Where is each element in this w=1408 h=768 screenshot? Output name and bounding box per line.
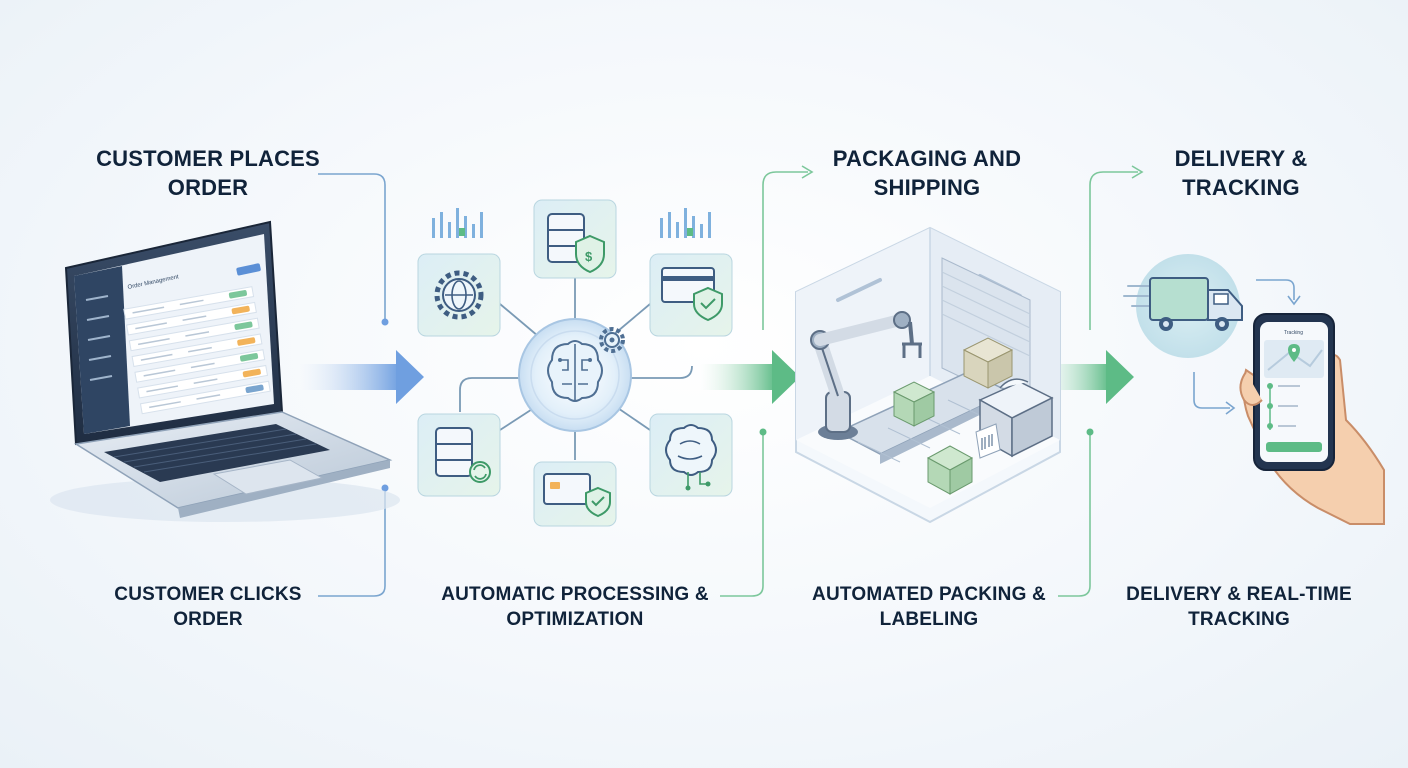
title-customer-places-order: CUSTOMER PLACES ORDER [96, 146, 320, 200]
data-bars-left [432, 208, 483, 238]
label-printer [975, 378, 1054, 459]
caption-customer-clicks-order: CUSTOMER CLICKS ORDER [114, 584, 302, 630]
database-dollar-shield-icon: $ [533, 199, 617, 279]
title-delivery-tracking: DELIVERY & TRACKING [1174, 146, 1308, 200]
caption-delivery-realtime: DELIVERY & REAL-TIME TRACKING [1126, 584, 1352, 630]
delivery-truck-icon [1123, 277, 1243, 331]
brain-gear-icon [547, 327, 625, 402]
gear-globe-icon [417, 253, 501, 337]
brain-circuit-icon [649, 413, 733, 497]
processing-hub: $ [417, 199, 733, 527]
flow-arrow-1 [300, 350, 424, 404]
phone-screen-heading: Tracking [1284, 330, 1303, 336]
laptop-order-rows [123, 286, 271, 415]
caption-automatic-processing: AUTOMATIC PROCESSING & OPTIMIZATION [441, 584, 709, 630]
credit-card-shield-icon [649, 253, 733, 337]
svg-text:$: $ [585, 249, 593, 264]
shipping-boxes [892, 337, 1014, 495]
database-sync-icon [417, 413, 501, 497]
robot-arm [810, 311, 922, 440]
title-packaging-and-shipping: PACKAGING AND SHIPPING [832, 146, 1022, 200]
laptop-illustration: Order Management [50, 220, 400, 522]
caption-automated-packing: AUTOMATED PACKING & LABELING [812, 584, 1046, 630]
delivery-illustration: Tracking [1123, 254, 1385, 525]
flow-arrow-2 [700, 350, 800, 404]
credit-card-shield-icon-bottom [533, 461, 617, 527]
tracking-steps [1267, 383, 1300, 430]
connector-lines [318, 165, 1144, 597]
data-bars-right [660, 208, 711, 238]
warehouse-illustration [795, 226, 1061, 524]
